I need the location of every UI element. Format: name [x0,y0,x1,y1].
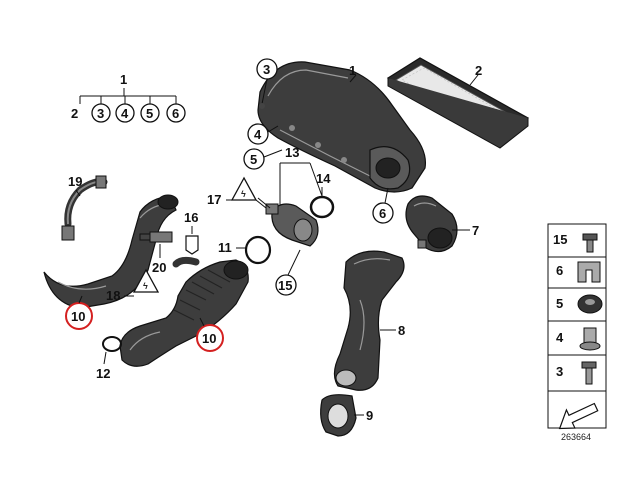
air-filter-housing [257,61,427,193]
maf-sensor [257,197,319,247]
callout-circle-10-right [196,324,224,352]
legend-circle-6 [166,103,186,123]
legend-circle-3 [91,103,111,123]
legend-child-6: 6 [172,106,179,121]
sensor-20 [139,231,173,243]
legend-tree: 1 2 3 4 5 6 [71,72,186,123]
intake-snorkel-8 [333,250,405,391]
image-number: 263664 [561,432,591,442]
callout-11: 11 [218,240,232,255]
small-hose-19 [61,175,108,241]
callout-15: 15 [278,278,292,293]
callout-5: 5 [250,152,257,167]
svg-text:ϟ: ϟ [143,281,148,291]
direction-arrow-icon [558,402,599,430]
grommet-5-icon [577,294,603,314]
callout-10-left: 10 [71,309,85,324]
callout-9: 9 [366,408,373,423]
inlet-duct-7 [405,195,458,253]
callout-1: 1 [349,63,356,78]
callout-circle-5a [243,148,265,170]
callout-3: 3 [263,62,270,77]
bolt-3-icon [581,361,597,385]
bent-hose-left [43,194,179,309]
bushing-4-icon [579,327,601,351]
sidebar-label-15: 15 [553,232,567,247]
sidebar-label-6: 6 [556,263,563,278]
callout-13: 13 [285,145,299,160]
legend-circle-5 [140,103,160,123]
callout-10-right: 10 [202,331,216,346]
callout-12: 12 [96,366,110,381]
screw-15-icon [582,233,598,253]
callout-6: 6 [379,206,386,221]
callout-14: 14 [316,171,331,186]
hose-clamp-11 [244,235,272,265]
corrugated-hose [119,256,249,367]
warning-icon-18 [132,268,160,293]
callout-17: 17 [207,192,221,207]
clip-nut-6-icon [577,261,601,283]
seal-ring-14 [309,195,335,219]
callout-19: 19 [68,174,82,189]
sidebar-label-4: 4 [556,330,564,345]
callout-circle-4 [247,123,269,145]
callout-18: 18 [106,288,120,303]
legend-child-4: 4 [121,106,129,121]
grille-9 [320,394,357,437]
callout-4: 4 [254,127,262,142]
clip-16 [185,235,199,255]
legend-child-5: 5 [146,106,153,121]
hardware-sidebar: 15 6 5 4 3 [547,223,607,430]
legend-circle-4 [115,103,135,123]
filter-element [386,57,530,149]
hose-clamp-12 [102,336,122,352]
callout-2: 2 [475,63,482,78]
svg-text:ϟ: ϟ [241,189,246,199]
legend-child-2: 2 [71,106,78,121]
callout-circle-15 [275,274,297,296]
legend-child-3: 3 [97,106,104,121]
warning-icon-17 [230,176,258,201]
sidebar-label-5: 5 [556,296,563,311]
callout-16: 16 [184,210,198,225]
callout-20: 20 [152,260,166,275]
callout-circle-6 [372,202,394,224]
callout-8: 8 [398,323,405,338]
sidebar-label-3: 3 [556,364,563,379]
callout-7: 7 [472,223,479,238]
legend-parent-label: 1 [120,72,127,87]
